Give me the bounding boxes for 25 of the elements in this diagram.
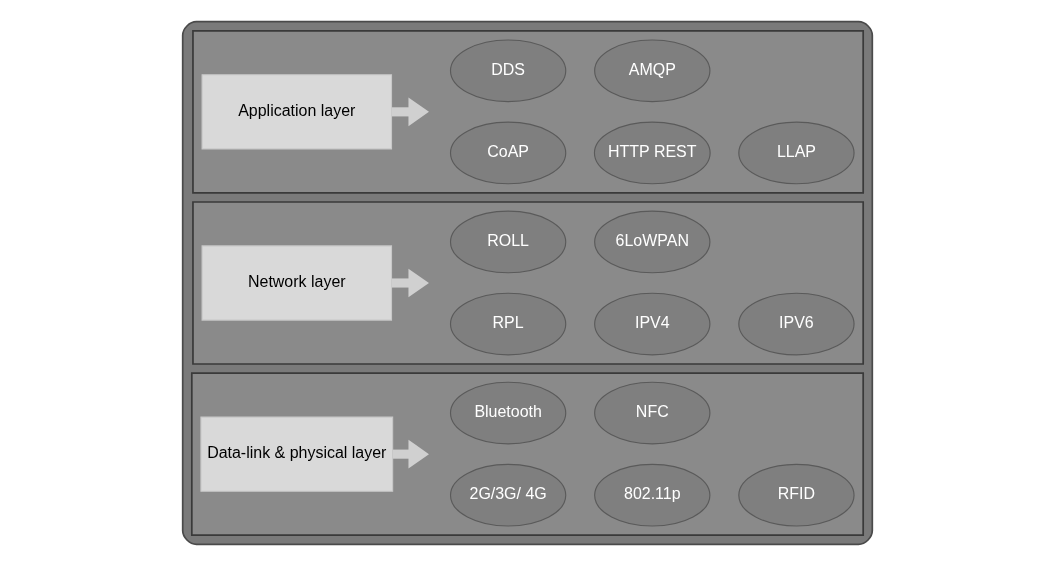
node-ellipse: Bluetooth — [449, 381, 567, 445]
node-ellipse: ROLL — [449, 210, 567, 274]
node-ellipse: CoAP — [449, 121, 567, 185]
arrow — [391, 97, 429, 127]
node-ellipse: RPL — [449, 292, 567, 356]
node-ellipse: IPV4 — [594, 292, 711, 356]
node-ellipse: NFC — [594, 381, 711, 445]
cluster — [190, 372, 865, 536]
node-ellipse: HTTP REST — [593, 121, 711, 185]
node-ellipse: 6LoWPAN — [594, 210, 711, 274]
node-ellipse: RFID — [738, 463, 855, 527]
cluster — [181, 20, 874, 546]
node-box: Application layer — [201, 74, 393, 150]
node-ellipse: DDS — [449, 39, 567, 103]
node-box: Network layer — [201, 245, 393, 321]
node-ellipse: IPV6 — [738, 292, 855, 356]
cluster — [192, 201, 865, 365]
node-ellipse: LLAP — [738, 121, 855, 185]
cluster — [192, 30, 865, 194]
node-box: Data-link & physical layer — [200, 416, 394, 492]
node-ellipse: 2G/3G/ 4G — [449, 463, 567, 527]
arrow — [391, 268, 429, 298]
arrow — [392, 439, 429, 469]
node-ellipse: 802.11p — [594, 463, 711, 527]
node-ellipse: AMQP — [594, 39, 711, 103]
